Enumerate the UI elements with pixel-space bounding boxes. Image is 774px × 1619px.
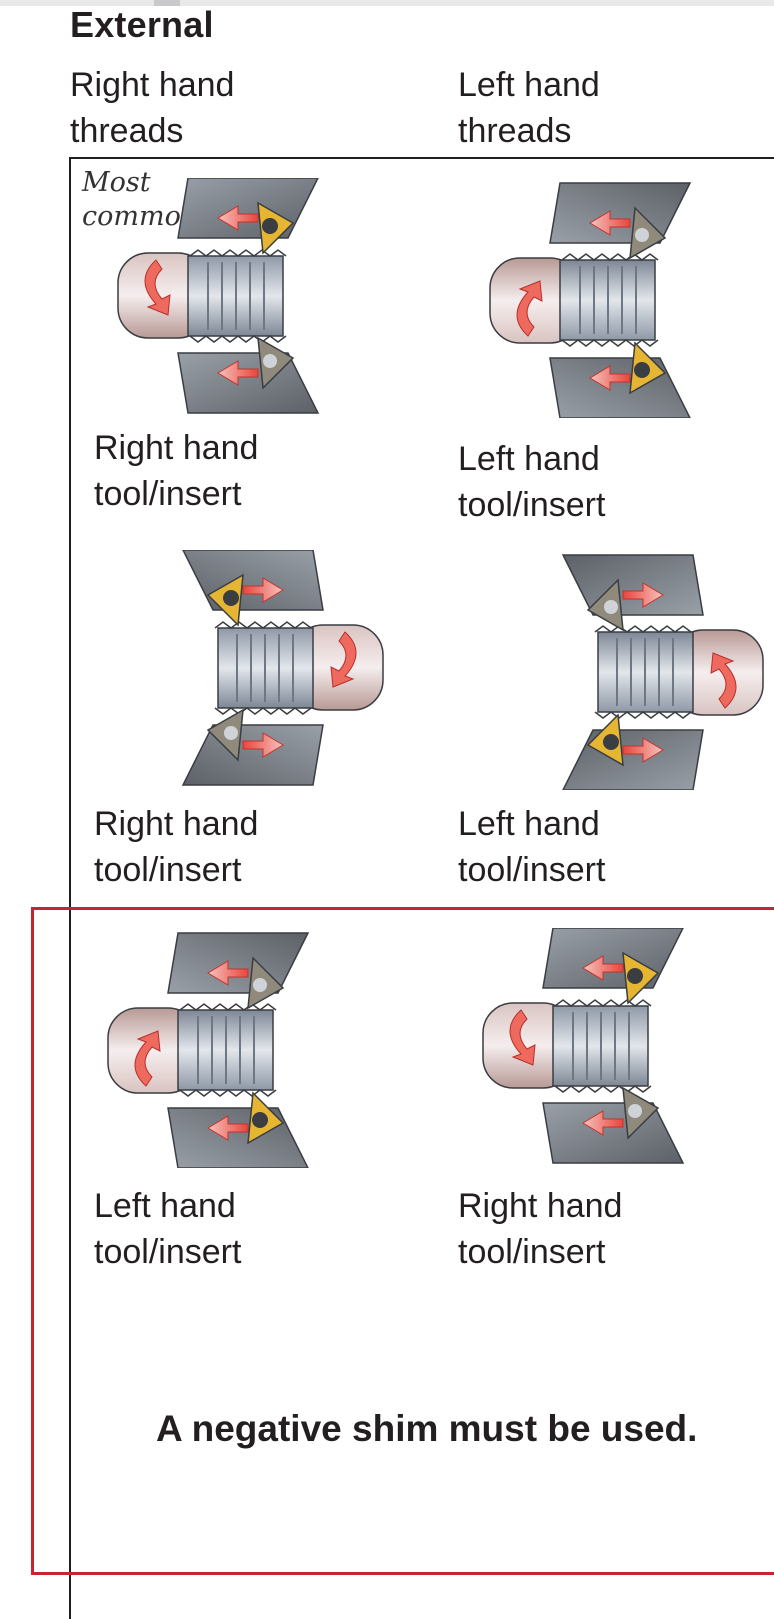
label-line: Right hand xyxy=(94,805,259,843)
label-line: tool/insert xyxy=(94,851,242,889)
threading-illustration-rh-ext xyxy=(117,178,319,414)
note-line: Most xyxy=(82,167,151,198)
figure-label: Left hand tool/insert xyxy=(94,1183,241,1275)
label-line: Left hand xyxy=(458,805,600,843)
column-heading-left-threads: Left hand threads xyxy=(458,62,600,154)
heading-line: threads xyxy=(458,112,572,150)
most-common-note: Most common xyxy=(82,166,198,234)
note-line: common xyxy=(82,201,199,232)
label-line: tool/insert xyxy=(458,486,606,524)
page-title: External xyxy=(70,4,214,45)
label-line: Right hand xyxy=(94,429,259,467)
highlight-box xyxy=(31,907,774,1575)
heading-line: threads xyxy=(70,112,184,150)
threading-illustration-rh-ext-reverse xyxy=(182,550,384,786)
label-line: tool/insert xyxy=(94,1233,242,1271)
figure-label: Left hand tool/insert xyxy=(458,801,605,893)
column-heading-right-threads: Right hand threads xyxy=(70,62,234,154)
heading-line: Left hand xyxy=(458,66,600,104)
top-scrollbar[interactable] xyxy=(0,0,774,6)
figure-label: Right hand tool/insert xyxy=(94,801,258,893)
threading-illustration-lh-tool xyxy=(107,932,309,1168)
negative-shim-note: A negative shim must be used. xyxy=(156,1408,698,1449)
scroll-thumb[interactable] xyxy=(154,0,180,6)
threading-illustration-lh-ext xyxy=(489,182,691,418)
figure-label: Right hand tool/insert xyxy=(458,1183,622,1275)
label-line: tool/insert xyxy=(94,475,242,513)
threading-illustration-lh-ext-reverse xyxy=(562,554,764,790)
figure-label: Right hand tool/insert xyxy=(94,425,258,517)
label-line: tool/insert xyxy=(458,1233,606,1271)
label-line: tool/insert xyxy=(458,851,606,889)
threading-illustration-rh-tool xyxy=(482,928,684,1164)
heading-line: Right hand xyxy=(70,66,235,104)
label-line: Left hand xyxy=(458,440,600,478)
figure-label: Left hand tool/insert xyxy=(458,436,605,528)
label-line: Left hand xyxy=(94,1187,236,1225)
label-line: Right hand xyxy=(458,1187,623,1225)
table-frame xyxy=(69,157,774,1619)
